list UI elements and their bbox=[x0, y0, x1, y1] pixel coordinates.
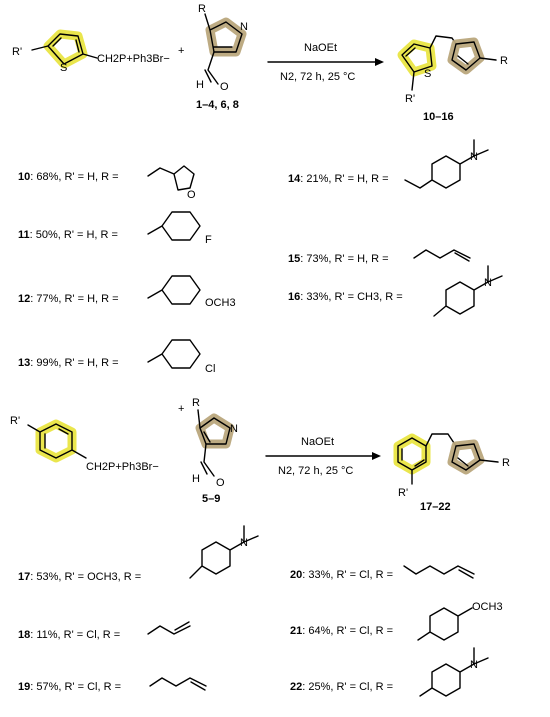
entry-15: 15: 73%, R' = H, R = bbox=[288, 249, 471, 265]
triazole-aldehyde-2: R N H O 5–9 bbox=[192, 397, 238, 505]
svg-text:17: 53%, R' = OCH3, R =: 17: 53%, R' = OCH3, R = bbox=[18, 571, 141, 583]
entries1: 10: 68%, R' = H, R = O 11: 50%, R' = H, … bbox=[18, 139, 503, 375]
dimethylamino-n: N bbox=[240, 537, 248, 549]
entries2: 17: 53%, R' = OCH3, R = N 18: 11%, R' = … bbox=[18, 525, 503, 697]
triazole-aldehyde: R N H O 1–4, 6, 8 bbox=[196, 3, 248, 111]
thiophene-reagent: S R' CH2P+Ph3Br− bbox=[12, 29, 170, 74]
scheme2: R' CH2P+Ph3Br− + R N H O 5–9 NaOEt N2, 7… bbox=[10, 397, 510, 513]
product-r-prime: R' bbox=[405, 93, 415, 105]
product-r-prime: R' bbox=[398, 487, 408, 499]
triazole-n: N bbox=[230, 423, 238, 435]
aldehyde-h: H bbox=[192, 473, 200, 485]
scheme1: S R' CH2P+Ph3Br− + R N H O 1–4, 6, 8 NaO… bbox=[12, 3, 508, 123]
svg-text:10: 68%, R' = H, R =: 10: 68%, R' = H, R = bbox=[18, 171, 119, 183]
entry-20: 20: 33%, R' = Cl, R = bbox=[290, 565, 475, 581]
svg-text:11: 50%, R' = H, R =: 11: 50%, R' = H, R = bbox=[18, 229, 118, 241]
r-prime-label: R' bbox=[10, 415, 20, 427]
triazole-compound-label: 5–9 bbox=[202, 493, 220, 505]
entry-18: 18: 11%, R' = Cl, R = bbox=[18, 621, 191, 641]
entry-13: 13: 99%, R' = H, R = Cl bbox=[18, 339, 215, 375]
product-s: S bbox=[424, 68, 431, 80]
furan-o: O bbox=[187, 189, 196, 201]
plus-sign: + bbox=[178, 45, 184, 57]
reaction-arrow-1: NaOEt N2, 72 h, 25 °C bbox=[267, 42, 384, 83]
fluoro: F bbox=[205, 234, 212, 246]
svg-text:22: 25%, R' = Cl, R =: 22: 25%, R' = Cl, R = bbox=[290, 681, 393, 693]
entry-text: : 68%, R' = H, R = bbox=[30, 171, 118, 183]
svg-text:18: 11%, R' = Cl, R =: 18: 11%, R' = Cl, R = bbox=[18, 629, 120, 641]
aldehyde-h: H bbox=[196, 79, 204, 91]
entry-21: 21: 64%, R' = Cl, R = OCH3 bbox=[290, 601, 503, 641]
dimethylamino-n: N bbox=[470, 151, 478, 163]
svg-text:19: 57%, R' = Cl, R =: 19: 57%, R' = Cl, R = bbox=[18, 681, 121, 693]
product-r: R bbox=[502, 457, 510, 469]
arrow-conditions: N2, 72 h, 25 °C bbox=[280, 71, 355, 83]
product-label: 10–16 bbox=[423, 111, 454, 123]
methoxy: OCH3 bbox=[205, 297, 236, 309]
methoxy: OCH3 bbox=[472, 601, 503, 613]
phosphonium-group: CH2P+Ph3Br− bbox=[97, 53, 170, 65]
phosphonium-group: CH2P+Ph3Br− bbox=[86, 461, 159, 473]
product-10-16: S R R' 10–16 bbox=[397, 35, 508, 123]
svg-text:14: 21%, R' = H, R =: 14: 21%, R' = H, R = bbox=[288, 173, 389, 185]
svg-text:15: 73%, R' = H, R =: 15: 73%, R' = H, R = bbox=[288, 253, 389, 265]
benzyl-reagent: R' CH2P+Ph3Br− bbox=[10, 415, 159, 473]
product-r: R bbox=[500, 55, 508, 67]
entry-12: 12: 77%, R' = H, R = OCH3 bbox=[18, 275, 236, 309]
r-prime-label: R' bbox=[12, 46, 22, 58]
svg-text:13: 99%, R' = H, R =: 13: 99%, R' = H, R = bbox=[18, 357, 119, 369]
svg-text:12: 77%, R' = H, R =: 12: 77%, R' = H, R = bbox=[18, 293, 119, 305]
arrow-conditions: N2, 72 h, 25 °C bbox=[278, 465, 353, 477]
entry-11: 11: 50%, R' = H, R = F bbox=[18, 211, 212, 246]
arrow-reagent: NaOEt bbox=[301, 436, 334, 448]
chloro: Cl bbox=[205, 363, 215, 375]
svg-text:20: 33%, R' = Cl, R =: 20: 33%, R' = Cl, R = bbox=[290, 569, 393, 581]
aldehyde-o: O bbox=[216, 477, 225, 489]
triazole-compound-label: 1–4, 6, 8 bbox=[196, 99, 239, 111]
entry-17: 17: 53%, R' = OCH3, R = N bbox=[18, 525, 259, 583]
aldehyde-o: O bbox=[220, 81, 229, 93]
entry-22: 22: 25%, R' = Cl, R = N bbox=[290, 647, 489, 697]
svg-text:21: 64%, R' = Cl, R =: 21: 64%, R' = Cl, R = bbox=[290, 625, 393, 637]
triazole-r: R bbox=[192, 397, 200, 409]
dimethylamino-n: N bbox=[484, 277, 492, 289]
svg-text:16: 33%, R' = CH3, R =: 16: 33%, R' = CH3, R = bbox=[288, 291, 403, 303]
product-label: 17–22 bbox=[420, 501, 451, 513]
entry-10: 10: 68%, R' = H, R = O bbox=[18, 165, 196, 201]
entry-16: 16: 33%, R' = CH3, R = N bbox=[288, 265, 503, 317]
triazole-n: N bbox=[240, 21, 248, 33]
arrow-reagent: NaOEt bbox=[304, 42, 337, 54]
entry-19: 19: 57%, R' = Cl, R = bbox=[18, 677, 207, 693]
plus-sign: + bbox=[178, 403, 184, 415]
triazole-r: R bbox=[198, 3, 206, 15]
entry-id: 10 bbox=[18, 171, 30, 183]
product-17-22: R R' 17–22 bbox=[393, 433, 510, 513]
entry-14: 14: 21%, R' = H, R = N bbox=[288, 139, 489, 189]
reaction-arrow-2: NaOEt N2, 72 h, 25 °C bbox=[265, 436, 381, 477]
dimethylamino-n: N bbox=[470, 659, 478, 671]
ring-sulfur: S bbox=[60, 62, 67, 74]
